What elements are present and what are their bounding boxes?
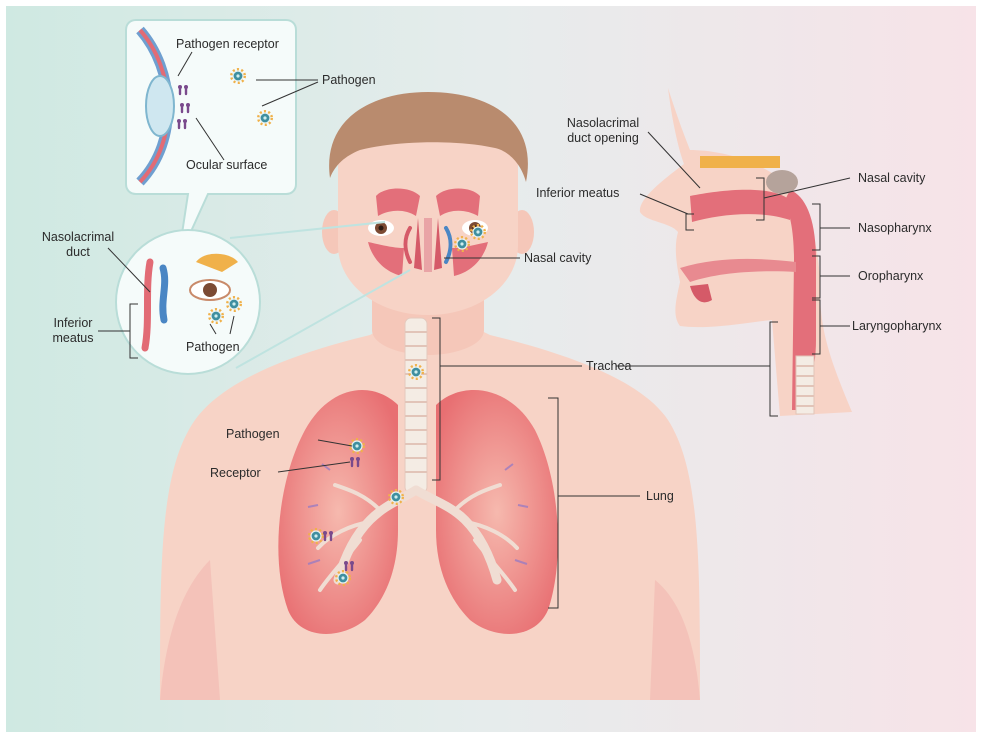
label-laryngopharynx: Laryngopharynx <box>852 319 942 333</box>
label-trachea: Trachea <box>586 359 632 373</box>
label-pathogen-lung: Pathogen <box>226 427 280 441</box>
label-pathogen-receptor: Pathogen receptor <box>176 37 279 51</box>
duct-inset <box>115 229 261 375</box>
label-pathogen-inset-circle: Pathogen <box>186 340 240 354</box>
label-nasopharynx: Nasopharynx <box>858 221 932 235</box>
label-receptor-lung: Receptor <box>210 466 261 480</box>
label-inferior-meatus-left-line2: meatus <box>52 331 94 345</box>
label-nasolacrimal-duct-line1: Nasolacrimal <box>41 230 115 244</box>
label-lung: Lung <box>646 489 674 503</box>
label-nasolacrimal-duct: Nasolacrimal duct <box>28 230 128 260</box>
label-ocular-surface: Ocular surface <box>186 158 268 172</box>
callout-lines <box>98 51 851 609</box>
trachea-graphic <box>404 317 428 494</box>
label-nasolacrimal-duct-line2: duct <box>66 245 90 259</box>
label-nasal-cavity-side: Nasal cavity <box>858 171 926 185</box>
label-nasolacrimal-duct-opening: Nasolacrimal duct opening <box>548 116 658 146</box>
label-nasolacrimal-opening-line2: duct opening <box>567 131 639 145</box>
label-nasolacrimal-opening-line1: Nasolacrimal <box>566 116 640 130</box>
label-inferior-meatus-side: Inferior meatus <box>536 186 620 200</box>
label-inferior-meatus-left-line1: Inferior <box>53 316 93 330</box>
label-inferior-meatus-left: Inferior meatus <box>40 316 106 346</box>
label-nasal-cavity-front: Nasal cavity <box>524 251 592 265</box>
side-head-graphic <box>639 88 852 416</box>
label-oropharynx: Oropharynx <box>858 269 924 283</box>
label-pathogen-inset-top: Pathogen <box>322 73 376 87</box>
